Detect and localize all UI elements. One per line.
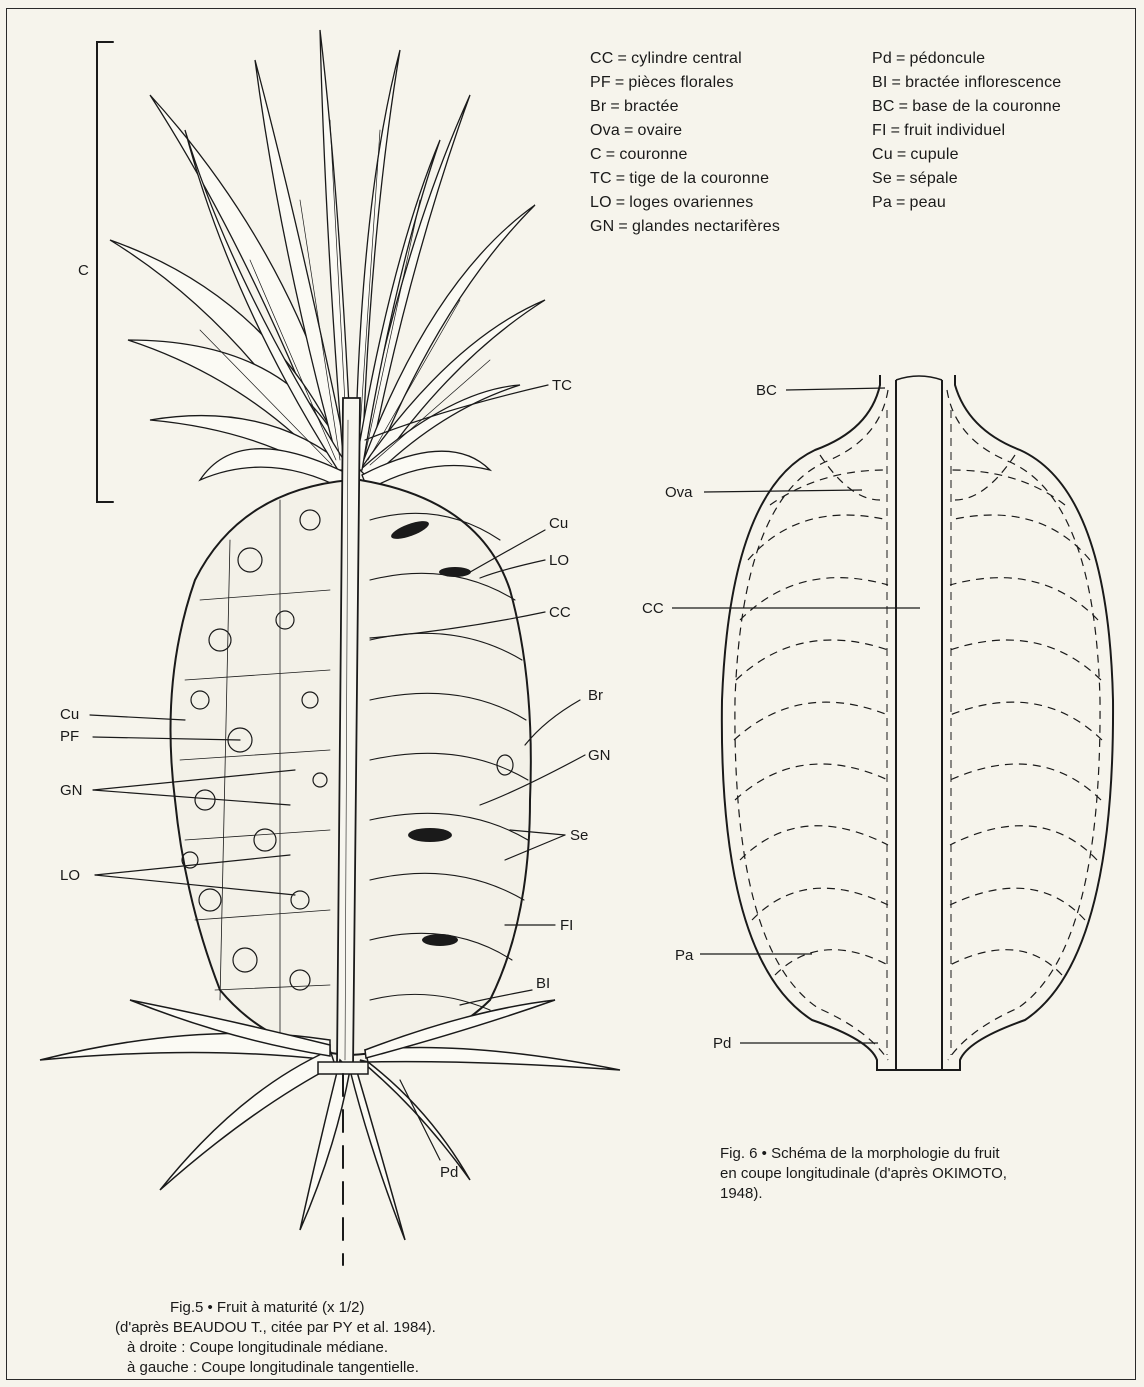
label-gn-left: GN: [60, 782, 83, 799]
caption-fig5-right: à droite : Coupe longitudinale médiane.: [115, 1338, 436, 1358]
crown-leaves: [110, 30, 545, 490]
caption-fig5: Fig.5 • Fruit à maturité (x 1/2) (d'aprè…: [115, 1298, 436, 1378]
caption-fig5-left: à gauche : Coupe longitudinale tangentie…: [115, 1358, 436, 1378]
label-bi: BI: [536, 975, 550, 992]
crown-bracket: [97, 42, 113, 502]
label-cu-right: Cu: [549, 515, 568, 532]
label-cc6: CC: [642, 600, 664, 617]
caption-fig6-line1: Fig. 6 • Schéma de la morphologie du fru…: [720, 1144, 1007, 1164]
label-lo-right: LO: [549, 552, 569, 569]
fig5-pineapple: C TC Cu LO CC Br GN Se FI BI Pd Cu PF GN…: [40, 30, 620, 1265]
label-gn-right: GN: [588, 747, 611, 764]
label-pa: Pa: [675, 947, 694, 964]
label-pf: PF: [60, 728, 79, 745]
label-pd: Pd: [440, 1164, 458, 1181]
caption-fig6: Fig. 6 • Schéma de la morphologie du fru…: [720, 1144, 1007, 1204]
label-ova: Ova: [665, 484, 693, 501]
label-tc: TC: [552, 377, 572, 394]
ovary-arcs-left: [734, 455, 888, 975]
label-cu-left: Cu: [60, 706, 79, 723]
fruit-skin-outline: [722, 375, 1113, 1070]
label-c: C: [78, 262, 89, 279]
label-se: Se: [570, 827, 588, 844]
ovary-arcs-right: [950, 455, 1102, 975]
central-cylinder-top: [896, 376, 942, 380]
label-br: Br: [588, 687, 603, 704]
caption-fig6-line3: 1948).: [720, 1184, 1007, 1204]
caption-fig6-line2: en coupe longitudinale (d'après OKIMOTO,: [720, 1164, 1007, 1184]
fig6-schema: BC Ova CC Pa Pd: [642, 375, 1113, 1070]
fig6-leader-lines: [672, 388, 920, 1043]
label-bc: BC: [756, 382, 777, 399]
caption-fig5-title: Fig.5 • Fruit à maturité (x 1/2): [115, 1298, 436, 1318]
caption-fig5-source: (d'après BEAUDOU T., citée par PY et al.…: [115, 1318, 436, 1338]
peduncle: [318, 1062, 368, 1074]
label-fi: FI: [560, 917, 573, 934]
label-pd6: Pd: [713, 1035, 731, 1052]
label-lo-left: LO: [60, 867, 80, 884]
inner-line-right: [947, 390, 1100, 1060]
label-cc: CC: [549, 604, 571, 621]
